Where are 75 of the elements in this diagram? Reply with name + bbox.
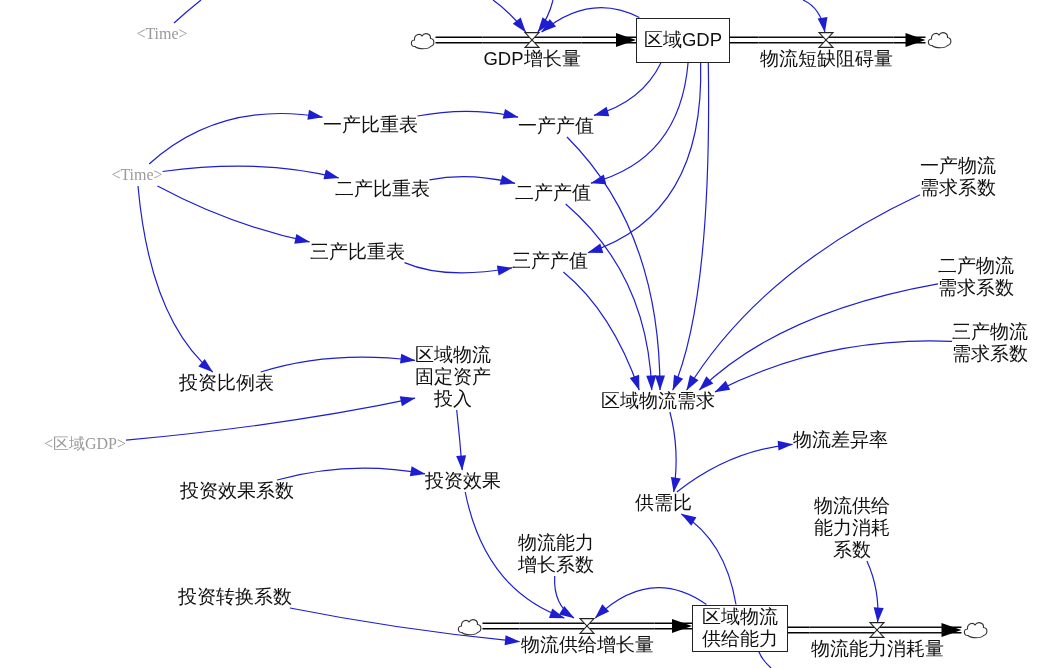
- flow-pipe: [941, 623, 962, 637]
- variable-label: 投资效果: [425, 470, 501, 492]
- variable-label: 投资比例表: [178, 372, 274, 394]
- causal-arrow: [672, 61, 710, 391]
- causal-arrow: [148, 110, 324, 165]
- variable-label: 物流差异率: [792, 429, 888, 451]
- causal-arrow: [125, 396, 416, 441]
- causal-arrow: [456, 409, 467, 471]
- flow-pipe: [893, 33, 926, 47]
- stock-box: 区域物流供给能力: [692, 604, 788, 652]
- variable-label: 一产物流需求系数: [920, 155, 996, 199]
- variable-label: 投资转换系数: [178, 586, 292, 608]
- causal-arrow: [562, 271, 640, 391]
- variable-label: 三产产值: [512, 250, 588, 272]
- causal-arrow: [590, 61, 689, 184]
- causal-arrow: [566, 136, 665, 391]
- flow-pipe: [435, 36, 483, 44]
- variable-label: 二产产值: [515, 182, 591, 204]
- flow-label: 物流能力消耗量: [809, 638, 945, 660]
- connector-line: [173, 0, 202, 24]
- causal-arrow: [594, 587, 707, 619]
- cloud-icon: [408, 30, 436, 50]
- flow-pipe: [482, 622, 520, 630]
- flow-label: 物流短缺阻碍量: [758, 48, 894, 70]
- flow-label: 物流供给增长量: [519, 634, 655, 656]
- causal-arrow: [593, 61, 662, 116]
- causal-arrow: [537, 0, 554, 33]
- causal-arrow: [260, 353, 416, 373]
- causal-arrow: [276, 466, 426, 481]
- shadow-variable-label: <Time>: [136, 23, 188, 45]
- variable-label: 投资效果系数: [180, 480, 294, 502]
- causal-arrow: [587, 61, 702, 254]
- causal-arrow: [669, 411, 681, 493]
- flow-pipe: [581, 33, 636, 47]
- flow-label: GDP增长量: [482, 48, 582, 70]
- cloud-icon: [925, 29, 953, 49]
- variable-label: 区域物流需求: [601, 390, 715, 412]
- causal-arrow: [553, 575, 575, 619]
- variable-label: 物流能力增长系数: [518, 532, 594, 576]
- causal-arrow: [416, 109, 519, 120]
- causal-arrow: [698, 283, 939, 391]
- variable-label: 二产物流需求系数: [938, 255, 1014, 299]
- causal-arrow: [403, 262, 513, 276]
- shadow-variable-label: <区域GDP>: [43, 433, 127, 455]
- causal-arrow: [686, 194, 921, 391]
- connector-line: [758, 650, 772, 668]
- variable-label: 供需比: [634, 492, 692, 514]
- variable-label: 三产物流需求系数: [952, 321, 1028, 365]
- causal-arrow: [866, 560, 884, 623]
- causal-arrow: [289, 607, 521, 646]
- variable-label: 三产比重表: [309, 241, 405, 263]
- causal-arrow: [156, 185, 311, 244]
- shadow-variable-label: <Time>: [111, 164, 163, 186]
- causal-arrow: [676, 441, 794, 493]
- variable-label: 物流供给能力消耗系数: [814, 495, 890, 561]
- causal-arrow: [464, 491, 565, 619]
- stock-box: 区域GDP: [636, 17, 730, 63]
- causal-arrow: [428, 175, 516, 185]
- variable-label: 二产比重表: [334, 178, 430, 200]
- causal-arrow: [680, 513, 737, 606]
- variable-label: 一产比重表: [322, 114, 418, 136]
- variable-label: 一产产值: [518, 115, 594, 137]
- causal-arrow: [162, 165, 340, 180]
- causal-arrow: [802, 0, 828, 33]
- flow-pipe: [788, 626, 810, 634]
- cloud-icon: [455, 616, 483, 636]
- variable-label: 区域物流固定资产投入: [415, 344, 491, 410]
- flow-pipe: [654, 619, 692, 633]
- causal-arrow: [492, 0, 527, 33]
- cloud-icon: [961, 619, 989, 639]
- flow-pipe: [730, 36, 759, 44]
- causal-arrow: [137, 185, 214, 373]
- causal-arrow: [565, 203, 656, 391]
- causal-arrow: [714, 340, 953, 393]
- causal-arrow: [541, 7, 640, 33]
